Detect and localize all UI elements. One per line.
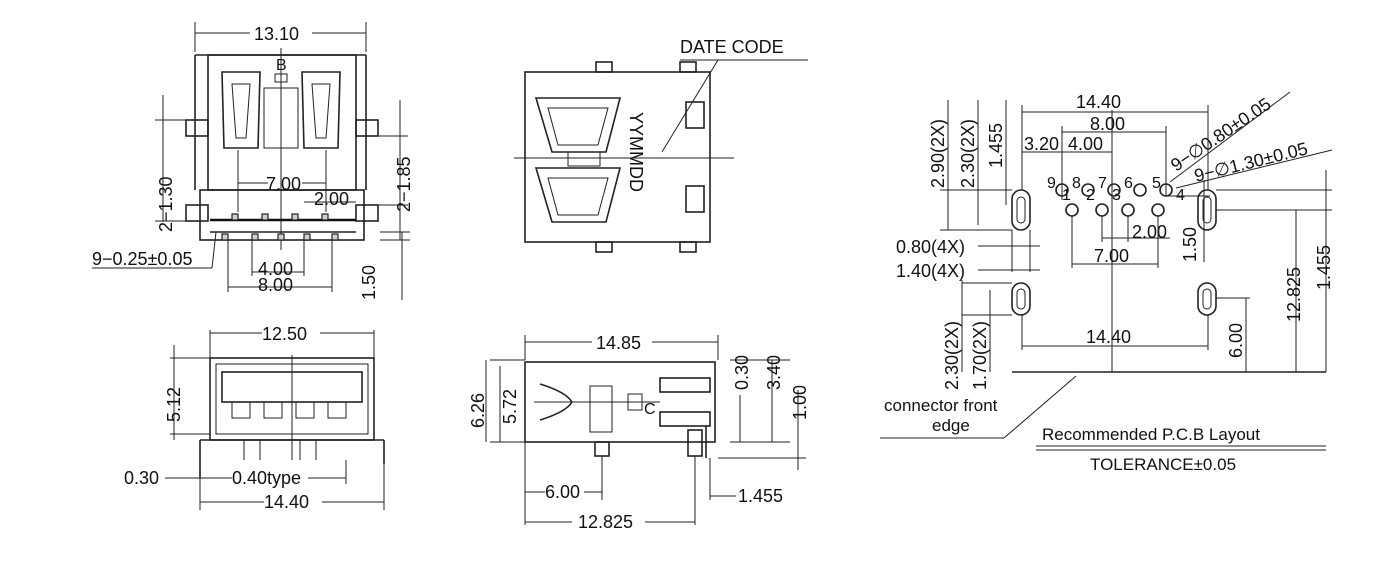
dim-pin-size: 9−0.25±0.05 xyxy=(92,249,192,269)
dim-d140: 1.40(4X) xyxy=(896,261,965,281)
dim-pitch-outer: 7.00 xyxy=(266,174,301,194)
dim-tab-right: 2−1.85 xyxy=(394,156,414,212)
pcb-holes xyxy=(1011,183,1217,316)
dim-pin-span-outer: 8.00 xyxy=(258,275,293,295)
tolerance-label: TOLERANCE±0.05 xyxy=(1090,455,1236,474)
dim-v150: 1.50 xyxy=(1180,227,1200,262)
dim-front-width: 12.50 xyxy=(262,324,307,344)
mark-c: C xyxy=(644,401,656,418)
dim-t2: 3.40 xyxy=(764,355,784,390)
pin-number-1: 1 xyxy=(1062,187,1071,204)
profile-view: 14.85 C 6.26 5.72 0.30 3.40 1.00 6.00 xyxy=(468,333,810,532)
pin-number-5: 5 xyxy=(1152,175,1161,192)
dim-h-body: 5.72 xyxy=(500,389,520,424)
dim-pcb-320: 3.20 xyxy=(1024,134,1059,154)
dim-v230b: 2.30(2X) xyxy=(942,321,962,390)
dim-front-span: 14.40 xyxy=(264,492,309,512)
pin-number-9: 9 xyxy=(1047,175,1056,192)
dim-pcb-400: 4.00 xyxy=(1068,134,1103,154)
dim-pcb-inner: 8.00 xyxy=(1090,114,1125,134)
dim-v290: 2.90(2X) xyxy=(928,119,948,188)
pcb-layout: 14.40 8.00 3.20 4.00 9−∅0.80±0.05 9−∅1.3… xyxy=(880,91,1334,474)
dim-h-total: 6.26 xyxy=(468,393,488,428)
dim-front: 6.00 xyxy=(545,482,580,502)
dim-v600: 6.00 xyxy=(1226,323,1246,358)
connector-edge-line2: edge xyxy=(932,416,970,435)
dim-pcb-span-top: 14.40 xyxy=(1076,92,1121,112)
dim-v230: 2.30(2X) xyxy=(958,119,978,188)
dim-pin-off: 1.455 xyxy=(738,486,783,506)
dim-t3: 1.00 xyxy=(790,385,810,420)
pin-number-6: 6 xyxy=(1124,175,1133,192)
dim-d700: 7.00 xyxy=(1094,246,1129,266)
dim-depth: 1.50 xyxy=(359,265,379,300)
dim-front-height: 5.12 xyxy=(164,387,184,422)
dim-pcb-span-bottom: 14.40 xyxy=(1086,327,1131,347)
dim-pitch-inner: 2.00 xyxy=(314,189,349,209)
dim-type-label: 0.40type xyxy=(232,468,301,488)
top-view: 13.10 B xyxy=(92,22,414,300)
dim-tab-left: 2−1.30 xyxy=(156,176,176,232)
dim-top-width: 13.10 xyxy=(254,24,299,44)
dim-t1: 0.30 xyxy=(732,355,752,390)
side-view: YYMMDD DATE CODE xyxy=(514,37,808,253)
dim-v12825: 12.825 xyxy=(1284,267,1304,322)
pin-number-8: 8 xyxy=(1072,175,1081,192)
dim-d200: 2.00 xyxy=(1132,222,1167,242)
connector-edge-line1: connector front xyxy=(884,396,998,415)
dim-v1455a: 1.455 xyxy=(986,123,1006,168)
dim-front-offset: 0.30 xyxy=(124,468,159,488)
front-view: 12.50 5.12 0.30 0.40type 14.40 xyxy=(124,324,385,512)
dim-d080: 0.80(4X) xyxy=(896,237,965,257)
dim-profile-length: 14.85 xyxy=(596,333,641,353)
dim-v170: 1.70(2X) xyxy=(970,321,990,390)
pcb-title: Recommended P.C.B Layout xyxy=(1042,425,1260,444)
date-code-label: DATE CODE xyxy=(680,37,784,57)
dim-overall: 12.825 xyxy=(578,512,633,532)
date-format: YYMMDD xyxy=(626,112,646,192)
pin-number-7: 7 xyxy=(1098,175,1107,192)
dim-v1455b: 1.455 xyxy=(1314,245,1334,290)
dim-pin-span-inner: 4.00 xyxy=(258,259,293,279)
